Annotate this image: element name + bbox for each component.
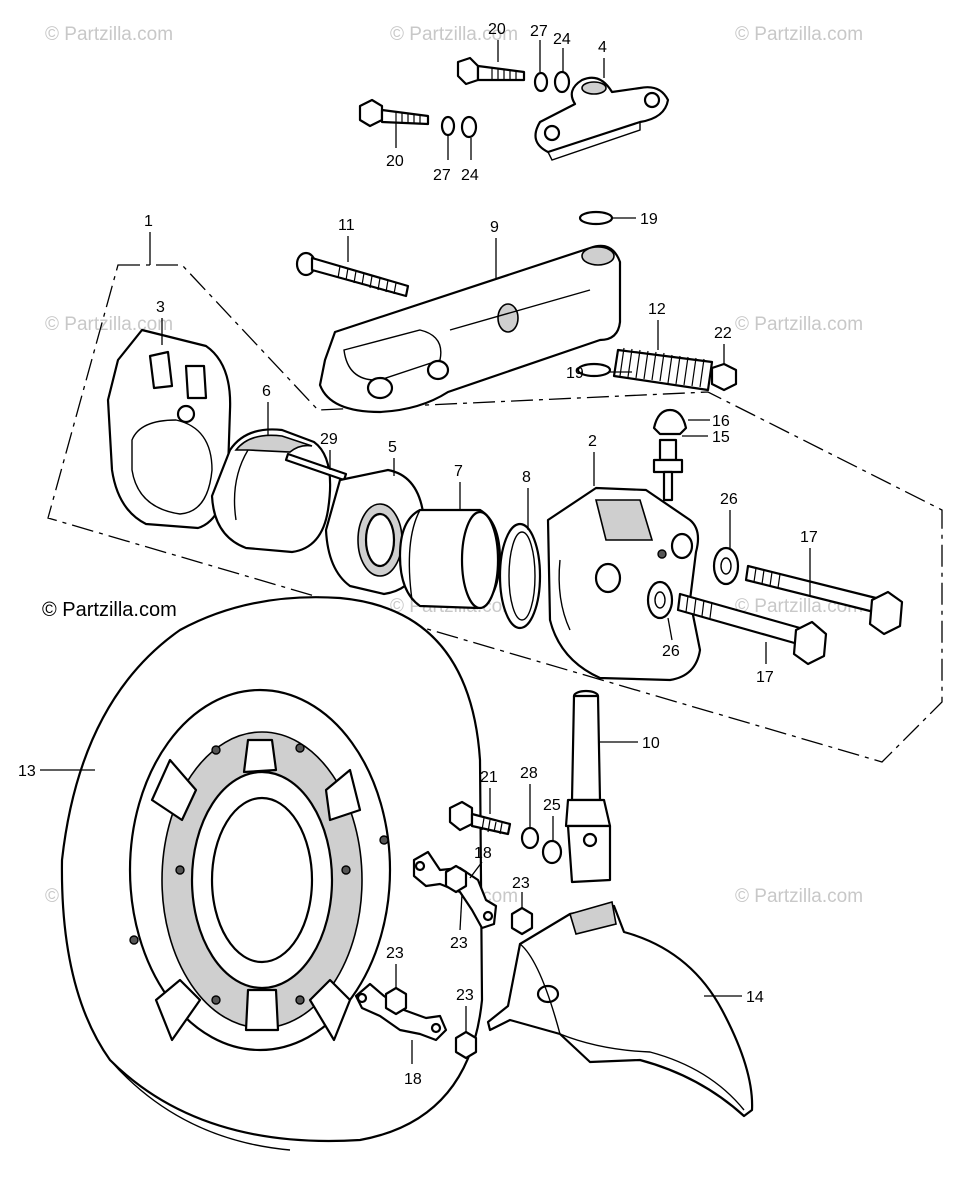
watermark: © Partzilla.com [390,24,518,45]
watermark: © Partzilla.com [735,24,863,45]
callout-12: 12 [648,301,666,318]
caliper-assembly-boundary [47,264,943,763]
nut-23 [510,906,534,936]
callout-9: 9 [490,219,499,236]
callout-26: 26 [720,491,738,508]
leader-lines [40,40,811,1064]
callout-11: 11 [338,217,355,234]
callout-17: 17 [800,529,818,546]
seal-ring-8 [498,522,542,630]
callout-18: 18 [474,845,492,862]
nut-22 [710,362,738,392]
washer-26 [646,580,674,620]
callout-18: 18 [404,1071,422,1088]
callout-26: 26 [662,643,680,660]
pad-retainer-plate [106,328,232,530]
watermark: © Partzilla.com [735,314,863,335]
callout-24: 24 [553,31,571,48]
callout-numbers: 1 2 3 4 5 6 7 8 9 10 11 12 13 14 15 16 1… [18,21,818,1088]
bleeder-valve-15 [652,438,684,502]
callout-23: 23 [512,875,530,892]
callout-10: 10 [642,735,660,752]
washer-27 [533,71,549,93]
washer-26 [712,546,740,586]
callout-8: 8 [522,469,531,486]
washer-24 [460,115,478,139]
bolt-21 [448,800,512,836]
callout-5: 5 [388,439,397,456]
callout-21: 21 [480,769,498,786]
callout-7: 7 [454,463,463,480]
callout-23: 23 [450,935,468,952]
caliper-bolt-17-upper [744,564,904,636]
caliper-holder-bracket [534,76,670,161]
brake-shield-14 [486,900,754,1118]
callout-20: 20 [488,21,506,38]
callout-2: 2 [588,433,597,450]
callout-13: 13 [18,763,36,780]
callout-27: 27 [433,167,451,184]
spring-12 [612,347,714,392]
callout-19: 19 [566,365,584,382]
nut-23 [444,864,468,894]
caliper-arm [318,244,622,414]
caliper-body-2 [546,486,702,682]
o-ring-19 [576,362,612,378]
watermark: © Partzilla.com [45,24,173,45]
callout-19: 19 [640,211,658,228]
bleeder-cap-16 [652,408,688,436]
washer-25 [541,839,563,865]
callout-27: 27 [530,23,548,40]
callout-14: 14 [746,989,764,1006]
callout-17: 17 [756,669,774,686]
washer-27 [440,115,456,137]
shaft-10 [564,689,612,884]
washer-28 [520,826,540,850]
callout-29: 29 [320,431,338,448]
callout-28: 28 [520,765,538,782]
callout-4: 4 [598,39,607,56]
callout-1: 1 [144,213,153,230]
callout-16: 16 [712,413,730,430]
caliper-bolt-11 [295,251,410,298]
watermark: © Partzilla.com [735,886,863,907]
nut-23 [454,1030,478,1060]
upper-bolt-20 [456,56,526,86]
callout-6: 6 [262,383,271,400]
callout-15: 15 [712,429,730,446]
washer-24 [553,70,571,94]
nut-23 [384,986,408,1016]
callout-23: 23 [386,945,404,962]
lower-bolt-20 [358,98,430,128]
callout-23: 23 [456,987,474,1004]
callout-24: 24 [461,167,479,184]
callout-20: 20 [386,153,404,170]
callout-3: 3 [156,299,165,316]
callout-22: 22 [714,325,732,342]
piston-7 [398,508,502,610]
caliper-bolt-17-lower [676,592,828,666]
copyright-text: © Partzilla.com [42,599,177,621]
o-ring-19 [578,210,614,226]
callout-25: 25 [543,797,561,814]
